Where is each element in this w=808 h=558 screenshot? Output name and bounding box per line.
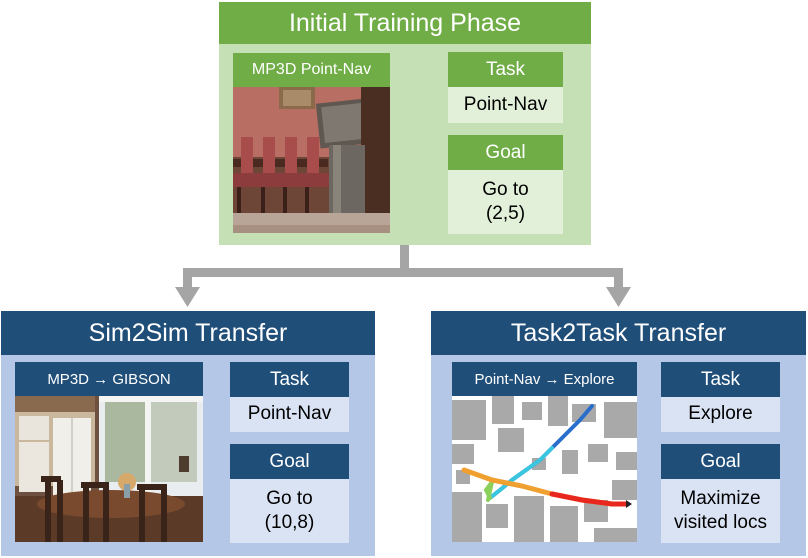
right-arrowhead (606, 287, 631, 307)
top-goal-label: Goal (448, 135, 563, 170)
connector-left-drop (183, 268, 192, 288)
initial-training-title: Initial Training Phase (288, 8, 522, 37)
right-goal-value: Maximize visited locs (661, 479, 780, 543)
top-goal-value: Go to (2,5) (448, 170, 563, 234)
top-task-label: Task (448, 52, 563, 87)
left-goal-value: Go to (10,8) (230, 479, 349, 543)
right-task-label: Task (661, 362, 780, 397)
left-goal-label: Goal (230, 444, 349, 479)
connector-vertical (400, 245, 409, 277)
exploration-map-image (452, 396, 637, 542)
mp3d-scene-image (233, 87, 390, 233)
connector-right-drop (614, 268, 623, 288)
left-arrowhead (175, 287, 200, 307)
gibson-scene-image (15, 396, 203, 542)
top-task-value: Point-Nav (448, 87, 563, 123)
right-goal-label: Goal (661, 444, 780, 479)
initial-training-header: Initial Training Phase (219, 2, 591, 44)
task2task-header: Task2Task Transfer (431, 311, 806, 355)
right-task-value: Explore (661, 397, 780, 432)
left-task-value: Point-Nav (230, 397, 349, 432)
connector-horizontal (183, 268, 623, 277)
right-image-label: Point-Nav → Explore (452, 362, 637, 396)
left-image-label: MP3D → GIBSON (15, 362, 203, 396)
task2task-title: Task2Task Transfer (510, 318, 727, 347)
sim2sim-header: Sim2Sim Transfer (1, 311, 375, 355)
sim2sim-title: Sim2Sim Transfer (88, 318, 288, 347)
top-image-label: MP3D Point-Nav (233, 53, 390, 87)
left-task-label: Task (230, 362, 349, 397)
